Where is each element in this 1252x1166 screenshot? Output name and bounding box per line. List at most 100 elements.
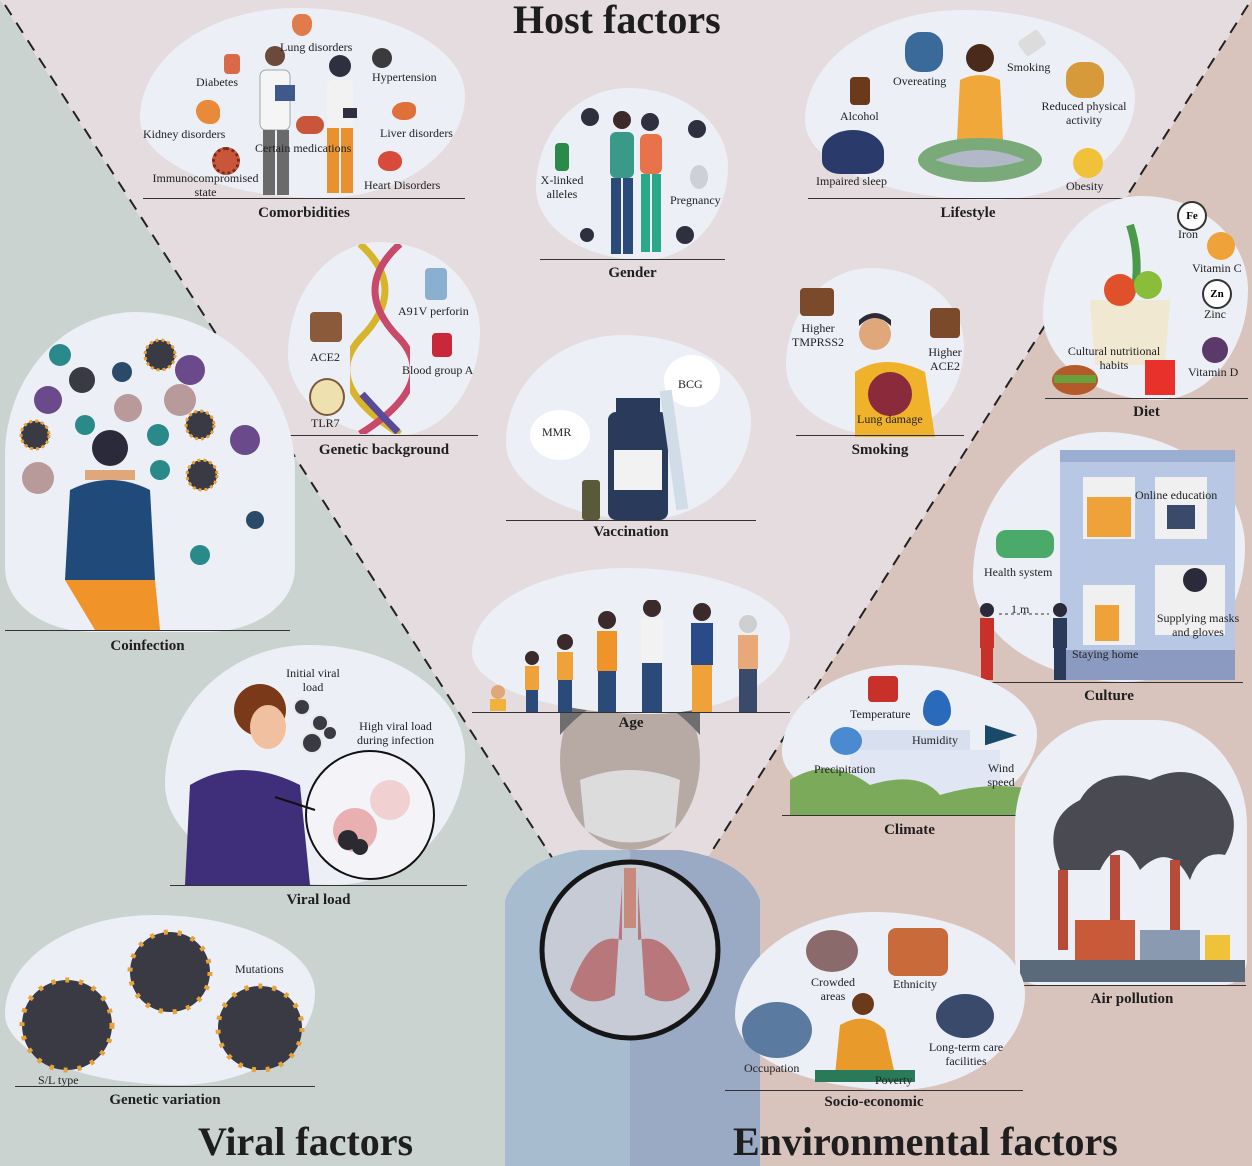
smoking-man-illustration — [855, 313, 935, 437]
factory-smoke-illustration — [1020, 772, 1245, 982]
rain-cloud-icon — [830, 727, 862, 755]
mutated-viruses-illustration — [19, 929, 305, 1073]
pregnancy-icon — [690, 165, 708, 189]
host-factors-title: Host factors — [513, 0, 721, 42]
sleep-bed-icon — [822, 130, 884, 174]
iron-icon: Fe — [1177, 201, 1207, 231]
poverty-illustration — [815, 993, 915, 1082]
central-person-illustration — [505, 670, 760, 1166]
label-reduced-physical-activity: Reduced physical activity — [1041, 99, 1127, 127]
label-bcg: BCG — [678, 377, 703, 391]
zinc-icon: Zn — [1202, 279, 1232, 309]
virus-icon — [676, 226, 694, 244]
diet-caption: Diet — [1133, 404, 1160, 420]
label-mmr: MMR — [542, 425, 572, 439]
label-supplying-masks: Supplying masks and gloves — [1156, 611, 1240, 639]
tlr7-receptor-icon — [309, 378, 345, 416]
label-high-viral-load: High viral load during infection — [357, 719, 434, 747]
label-occupation: Occupation — [744, 1061, 800, 1075]
label-impaired-sleep: Impaired sleep — [816, 174, 887, 188]
climate-landscape-illustration — [790, 730, 1035, 815]
air-pollution-underline — [1018, 985, 1246, 986]
label-liver-disorders: Liver disorders — [380, 126, 453, 140]
socio-economic-underline — [725, 1090, 1023, 1091]
smoking-underline — [796, 435, 964, 436]
label-lung-damage: Lung damage — [857, 412, 923, 426]
ethnicity-group-icon — [888, 928, 948, 976]
genetic-variation-caption: Genetic variation — [109, 1092, 221, 1108]
gender-caption: Gender — [608, 265, 657, 281]
couch-tv-icon — [1066, 62, 1104, 98]
air-pollution-caption: Air pollution — [1090, 991, 1174, 1007]
meditating-woman-illustration — [918, 44, 1042, 182]
label-kidney-disorders: Kidney disorders — [143, 127, 226, 141]
age-caption: Age — [618, 715, 644, 731]
virus-icon — [581, 108, 599, 126]
viral-load-caption: Viral load — [286, 892, 351, 908]
apartment-building-illustration — [1060, 450, 1235, 680]
occupation-group-icon — [742, 1002, 812, 1058]
label-online-education: Online education — [1135, 488, 1218, 502]
label-heart-disorders: Heart Disorders — [364, 178, 441, 192]
thermometer-icon — [868, 676, 898, 702]
mmr-bubble — [530, 410, 590, 460]
dna-helix-icon — [350, 244, 410, 434]
humidity-drop-icon — [923, 690, 951, 726]
vaccination-underline — [506, 520, 756, 521]
vaccine-vial-syringe-icon — [582, 389, 689, 520]
divider-right — [699, 4, 1249, 871]
liver-icon — [392, 102, 416, 120]
label-vitamin-c: Vitamin C — [1192, 261, 1242, 275]
genetic-background-caption: Genetic background — [318, 442, 450, 458]
obesity-icon — [1073, 148, 1103, 178]
viral-factors-title: Viral factors — [198, 1119, 414, 1164]
age-progression-illustration — [490, 600, 758, 712]
label-ethnicity: Ethnicity — [893, 977, 937, 991]
label-pregnancy: Pregnancy — [670, 193, 721, 207]
alcohol-bottle-icon — [850, 77, 870, 105]
label-temperature: Temperature — [850, 707, 911, 721]
crowd-icon — [806, 930, 858, 972]
label-vitamin-d: Vitamin D — [1188, 365, 1239, 379]
label-certain-medications: Certain medications — [255, 141, 352, 155]
virus-icon — [580, 228, 594, 242]
chromosome-icon — [555, 143, 569, 171]
climate-underline — [782, 815, 1037, 816]
tmprss2-receptor-icon — [800, 288, 834, 316]
healthy-food-illustration — [1052, 223, 1175, 395]
label-zinc: Zinc — [1204, 307, 1226, 321]
culture-underline — [975, 682, 1243, 683]
label-tlr7: TLR7 — [311, 416, 340, 430]
label-health-system: Health system — [984, 565, 1053, 579]
label-cultural-nutritional-habits: Cultural nutritional habits — [1067, 344, 1161, 372]
label-poverty: Poverty — [875, 1073, 913, 1087]
vitamin-d-icon — [1202, 337, 1228, 363]
glucose-meter-icon — [224, 54, 240, 74]
environmental-factors-title: Environmental factors — [733, 1119, 1118, 1164]
label-precipitation: Precipitation — [814, 762, 876, 776]
coinfection-viruses-illustration — [19, 338, 264, 630]
lung-icon — [292, 14, 312, 36]
virus-icon — [688, 120, 706, 138]
culture-caption: Culture — [1084, 688, 1134, 704]
label-overeating: Overeating — [893, 74, 947, 88]
gender-underline — [540, 259, 725, 260]
label-ace2: ACE2 — [310, 350, 340, 364]
label-lung-disorders: Lung disorders — [280, 40, 353, 54]
label-iron: Iron — [1178, 227, 1198, 241]
label-crowded-areas: Crowded areas — [811, 975, 855, 1003]
lifestyle-caption: Lifestyle — [940, 205, 996, 221]
heart-icon — [378, 151, 402, 171]
smoking-caption: Smoking — [851, 442, 909, 458]
viral-load-underline — [170, 885, 467, 886]
orange-icon — [1207, 232, 1235, 260]
label-sl-type: S/L type — [38, 1073, 79, 1087]
genetic-background-underline — [290, 435, 478, 436]
ace2-receptor-icon — [930, 308, 960, 338]
perforin-icon — [425, 268, 447, 300]
vaccination-caption: Vaccination — [593, 524, 669, 540]
comorbidities-caption: Comorbidities — [258, 205, 350, 221]
label-higher-tmprss2: Higher TMPRSS2 — [791, 321, 845, 349]
overeating-icon — [905, 32, 943, 72]
genetic-variation-underline — [15, 1086, 315, 1087]
